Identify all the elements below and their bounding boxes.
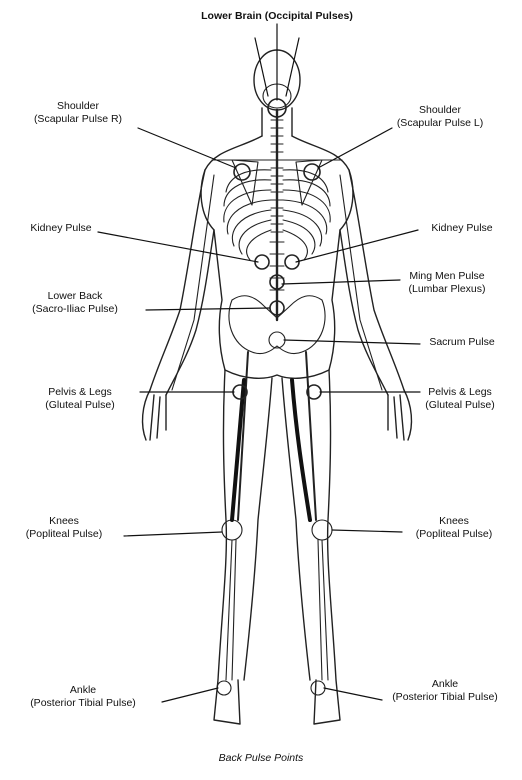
label-knees-left-side: Knees (Popliteal Pulse) — [8, 515, 120, 541]
label-shoulder-r: Shoulder (Scapular Pulse R) — [8, 100, 148, 126]
label-sacrum: Sacrum Pulse — [412, 336, 512, 349]
label-kidney-right-side: Kidney Pulse — [412, 222, 512, 235]
label-pelvis-right-side: Pelvis & Legs (Gluteal Pulse) — [404, 386, 516, 412]
label-pelvis-left-side: Pelvis & Legs (Gluteal Pulse) — [20, 386, 140, 412]
label-lower-brain: Lower Brain (Occipital Pulses) — [171, 10, 383, 23]
label-kidney-left-side: Kidney Pulse — [10, 222, 112, 235]
label-knees-right-side: Knees (Popliteal Pulse) — [398, 515, 510, 541]
label-ankle-left-side: Ankle (Posterior Tibial Pulse) — [8, 684, 158, 710]
label-ankle-right-side: Ankle (Posterior Tibial Pulse) — [372, 678, 518, 704]
label-shoulder-l: Shoulder (Scapular Pulse L) — [370, 104, 510, 130]
leg-vessels — [232, 380, 310, 520]
figure-caption: Back Pulse Points — [0, 752, 522, 764]
label-ming-men: Ming Men Pulse (Lumbar Plexus) — [392, 270, 502, 296]
label-lower-back: Lower Back (Sacro-Iliac Pulse) — [10, 290, 140, 316]
